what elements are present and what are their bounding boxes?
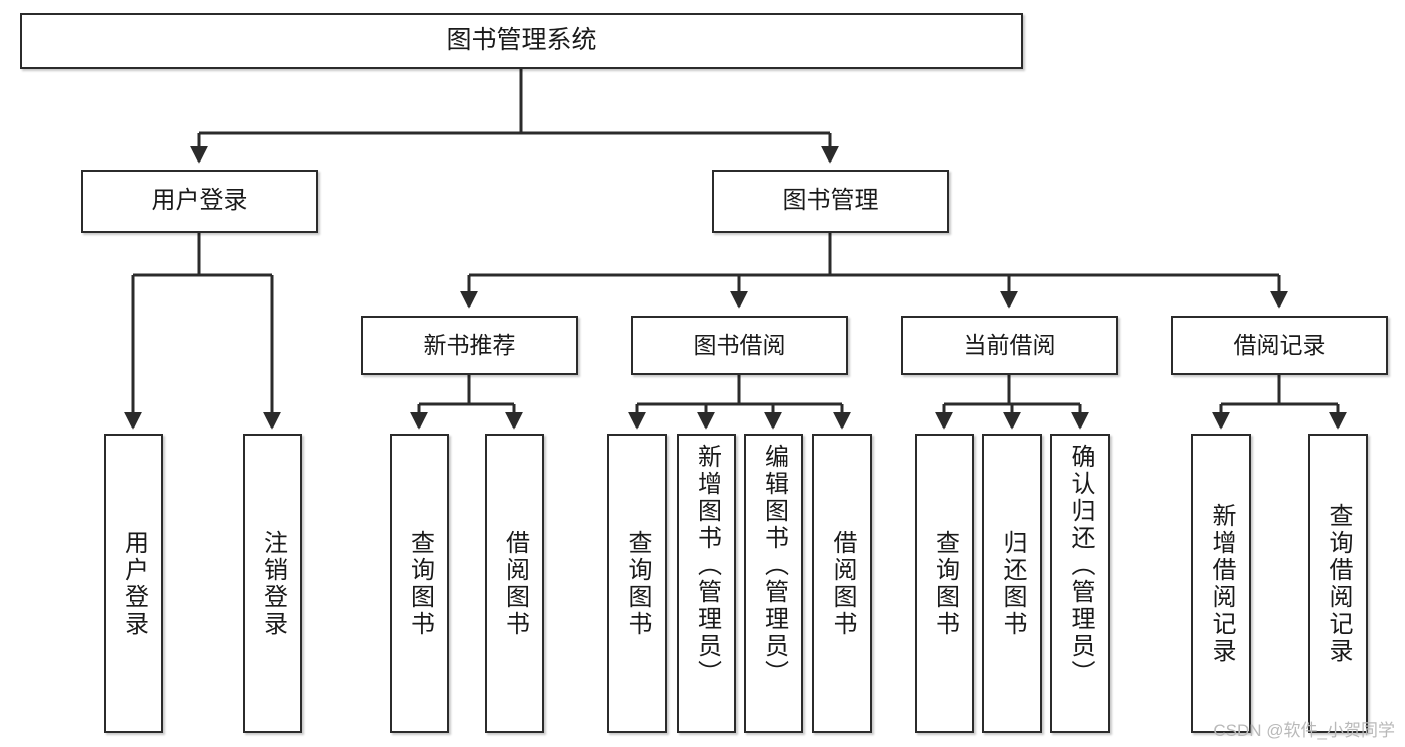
leaf-query-book-recommend[interactable]: 查询图书: [390, 434, 449, 733]
node-current-borrowing[interactable]: 当前借阅: [901, 316, 1118, 375]
leaf-user-login[interactable]: 用户登录: [104, 434, 163, 733]
node-label: 查询图书: [931, 529, 959, 638]
node-label: 归还图书: [999, 529, 1026, 638]
node-label: 确认归还（管理员）: [1067, 444, 1094, 687]
leaf-query-book-borrowing[interactable]: 查询图书: [607, 434, 667, 733]
node-label: 当前借阅: [963, 331, 1056, 358]
node-label: 用户登录: [120, 529, 148, 638]
watermark-text: CSDN @软件_小贺同学: [1213, 721, 1395, 740]
node-label: 图书借阅: [693, 331, 786, 358]
node-label: 图书管理系统: [446, 26, 597, 55]
node-borrow-records[interactable]: 借阅记录: [1171, 316, 1388, 375]
node-root-system[interactable]: 图书管理系统: [20, 13, 1023, 69]
node-new-book-recommendation[interactable]: 新书推荐: [361, 316, 578, 375]
node-label: 新增借阅记录: [1208, 502, 1235, 665]
leaf-add-borrow-record[interactable]: 新增借阅记录: [1191, 434, 1251, 733]
leaf-borrow-book-recommend[interactable]: 借阅图书: [485, 434, 544, 733]
leaf-query-borrow-record[interactable]: 查询借阅记录: [1308, 434, 1368, 733]
node-label: 查询图书: [406, 529, 434, 638]
node-label: 图书管理: [782, 187, 879, 215]
node-user-login[interactable]: 用户登录: [81, 170, 318, 233]
node-label: 编辑图书（管理员）: [760, 444, 788, 687]
leaf-borrow-book-borrowing[interactable]: 借阅图书: [812, 434, 872, 733]
node-label: 注销登录: [259, 529, 287, 638]
node-label: 借阅记录: [1233, 331, 1326, 358]
node-book-management[interactable]: 图书管理: [712, 170, 949, 233]
node-label: 查询借阅记录: [1325, 502, 1352, 665]
leaf-query-book-current[interactable]: 查询图书: [915, 434, 974, 733]
node-label: 借阅图书: [501, 529, 529, 638]
leaf-user-logout[interactable]: 注销登录: [243, 434, 302, 733]
node-label: 用户登录: [151, 187, 248, 215]
leaf-add-book-admin[interactable]: 新增图书（管理员）: [677, 434, 736, 733]
node-label: 新增图书（管理员）: [693, 444, 721, 687]
node-label: 查询图书: [624, 529, 651, 638]
node-book-borrowing[interactable]: 图书借阅: [631, 316, 848, 375]
leaf-edit-book-admin[interactable]: 编辑图书（管理员）: [744, 434, 803, 733]
leaf-return-book[interactable]: 归还图书: [982, 434, 1042, 733]
leaf-confirm-return-admin[interactable]: 确认归还（管理员）: [1050, 434, 1110, 733]
node-label: 新书推荐: [423, 331, 516, 358]
node-label: 借阅图书: [829, 529, 856, 638]
